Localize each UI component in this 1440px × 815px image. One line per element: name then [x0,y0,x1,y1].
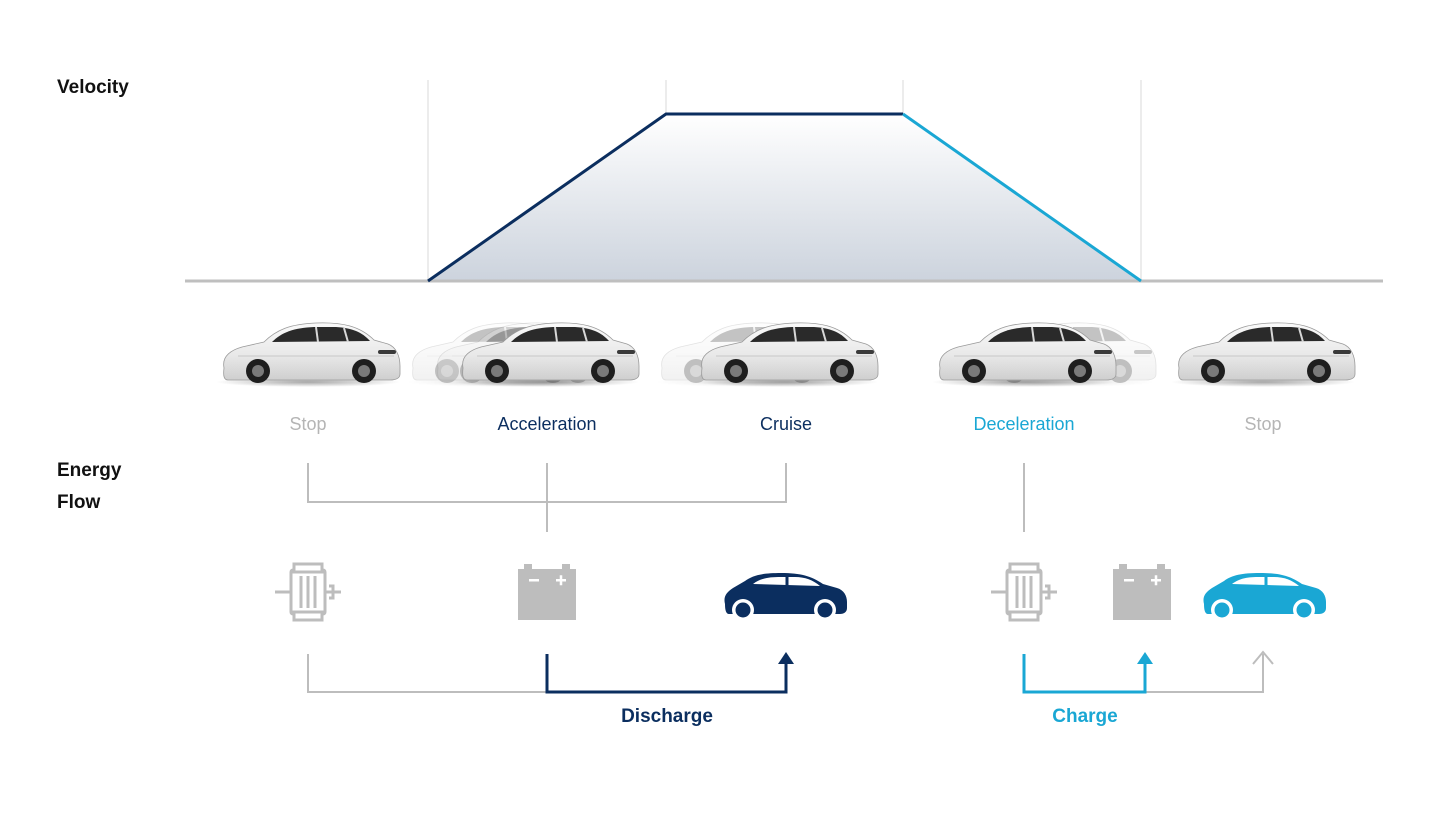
energy-label-line1: Energy [57,460,122,481]
inactive-arrowhead [1252,650,1274,665]
car-photo-stop-end [1170,321,1356,388]
energy-flow-label: Energy Flow [57,455,121,519]
phase-label-deceleration: Deceleration [973,414,1075,434]
velocity-line-decel [902,112,1142,283]
phase-label-cruise: Cruise [759,414,812,434]
car-icon [722,571,849,623]
phase-label-acceleration: Acceleration [497,414,597,434]
velocity-area [428,114,1141,281]
charge-flow-line [1022,654,1147,694]
battery-icon-charge [1113,564,1171,620]
phase-label-stop-start: Stop [289,414,327,434]
velocity-line-accel-cruise [427,112,903,283]
battery-icon [518,564,576,620]
car-photo-stop-start [215,321,401,388]
car-photo-deceleration [931,321,1157,388]
car-photo-cruise [653,321,879,388]
discharge-flow-line [545,654,788,694]
energy-label-line2: Flow [57,492,101,513]
car-icon-charge [1201,571,1328,623]
discharge-arrowhead [778,652,794,664]
charge-label: Charge [1052,706,1118,727]
velocity-label: Velocity [57,77,129,98]
charge-arrowhead [1137,652,1153,664]
flow-line-car-inactive [1145,654,1264,693]
discharge-label: Discharge [621,706,713,727]
flow-line-motor [307,654,547,693]
motor-icon [273,562,343,622]
phase-label-stop-end: Stop [1244,414,1282,434]
generator-icon [989,562,1059,622]
car-photo-acceleration [404,321,640,388]
